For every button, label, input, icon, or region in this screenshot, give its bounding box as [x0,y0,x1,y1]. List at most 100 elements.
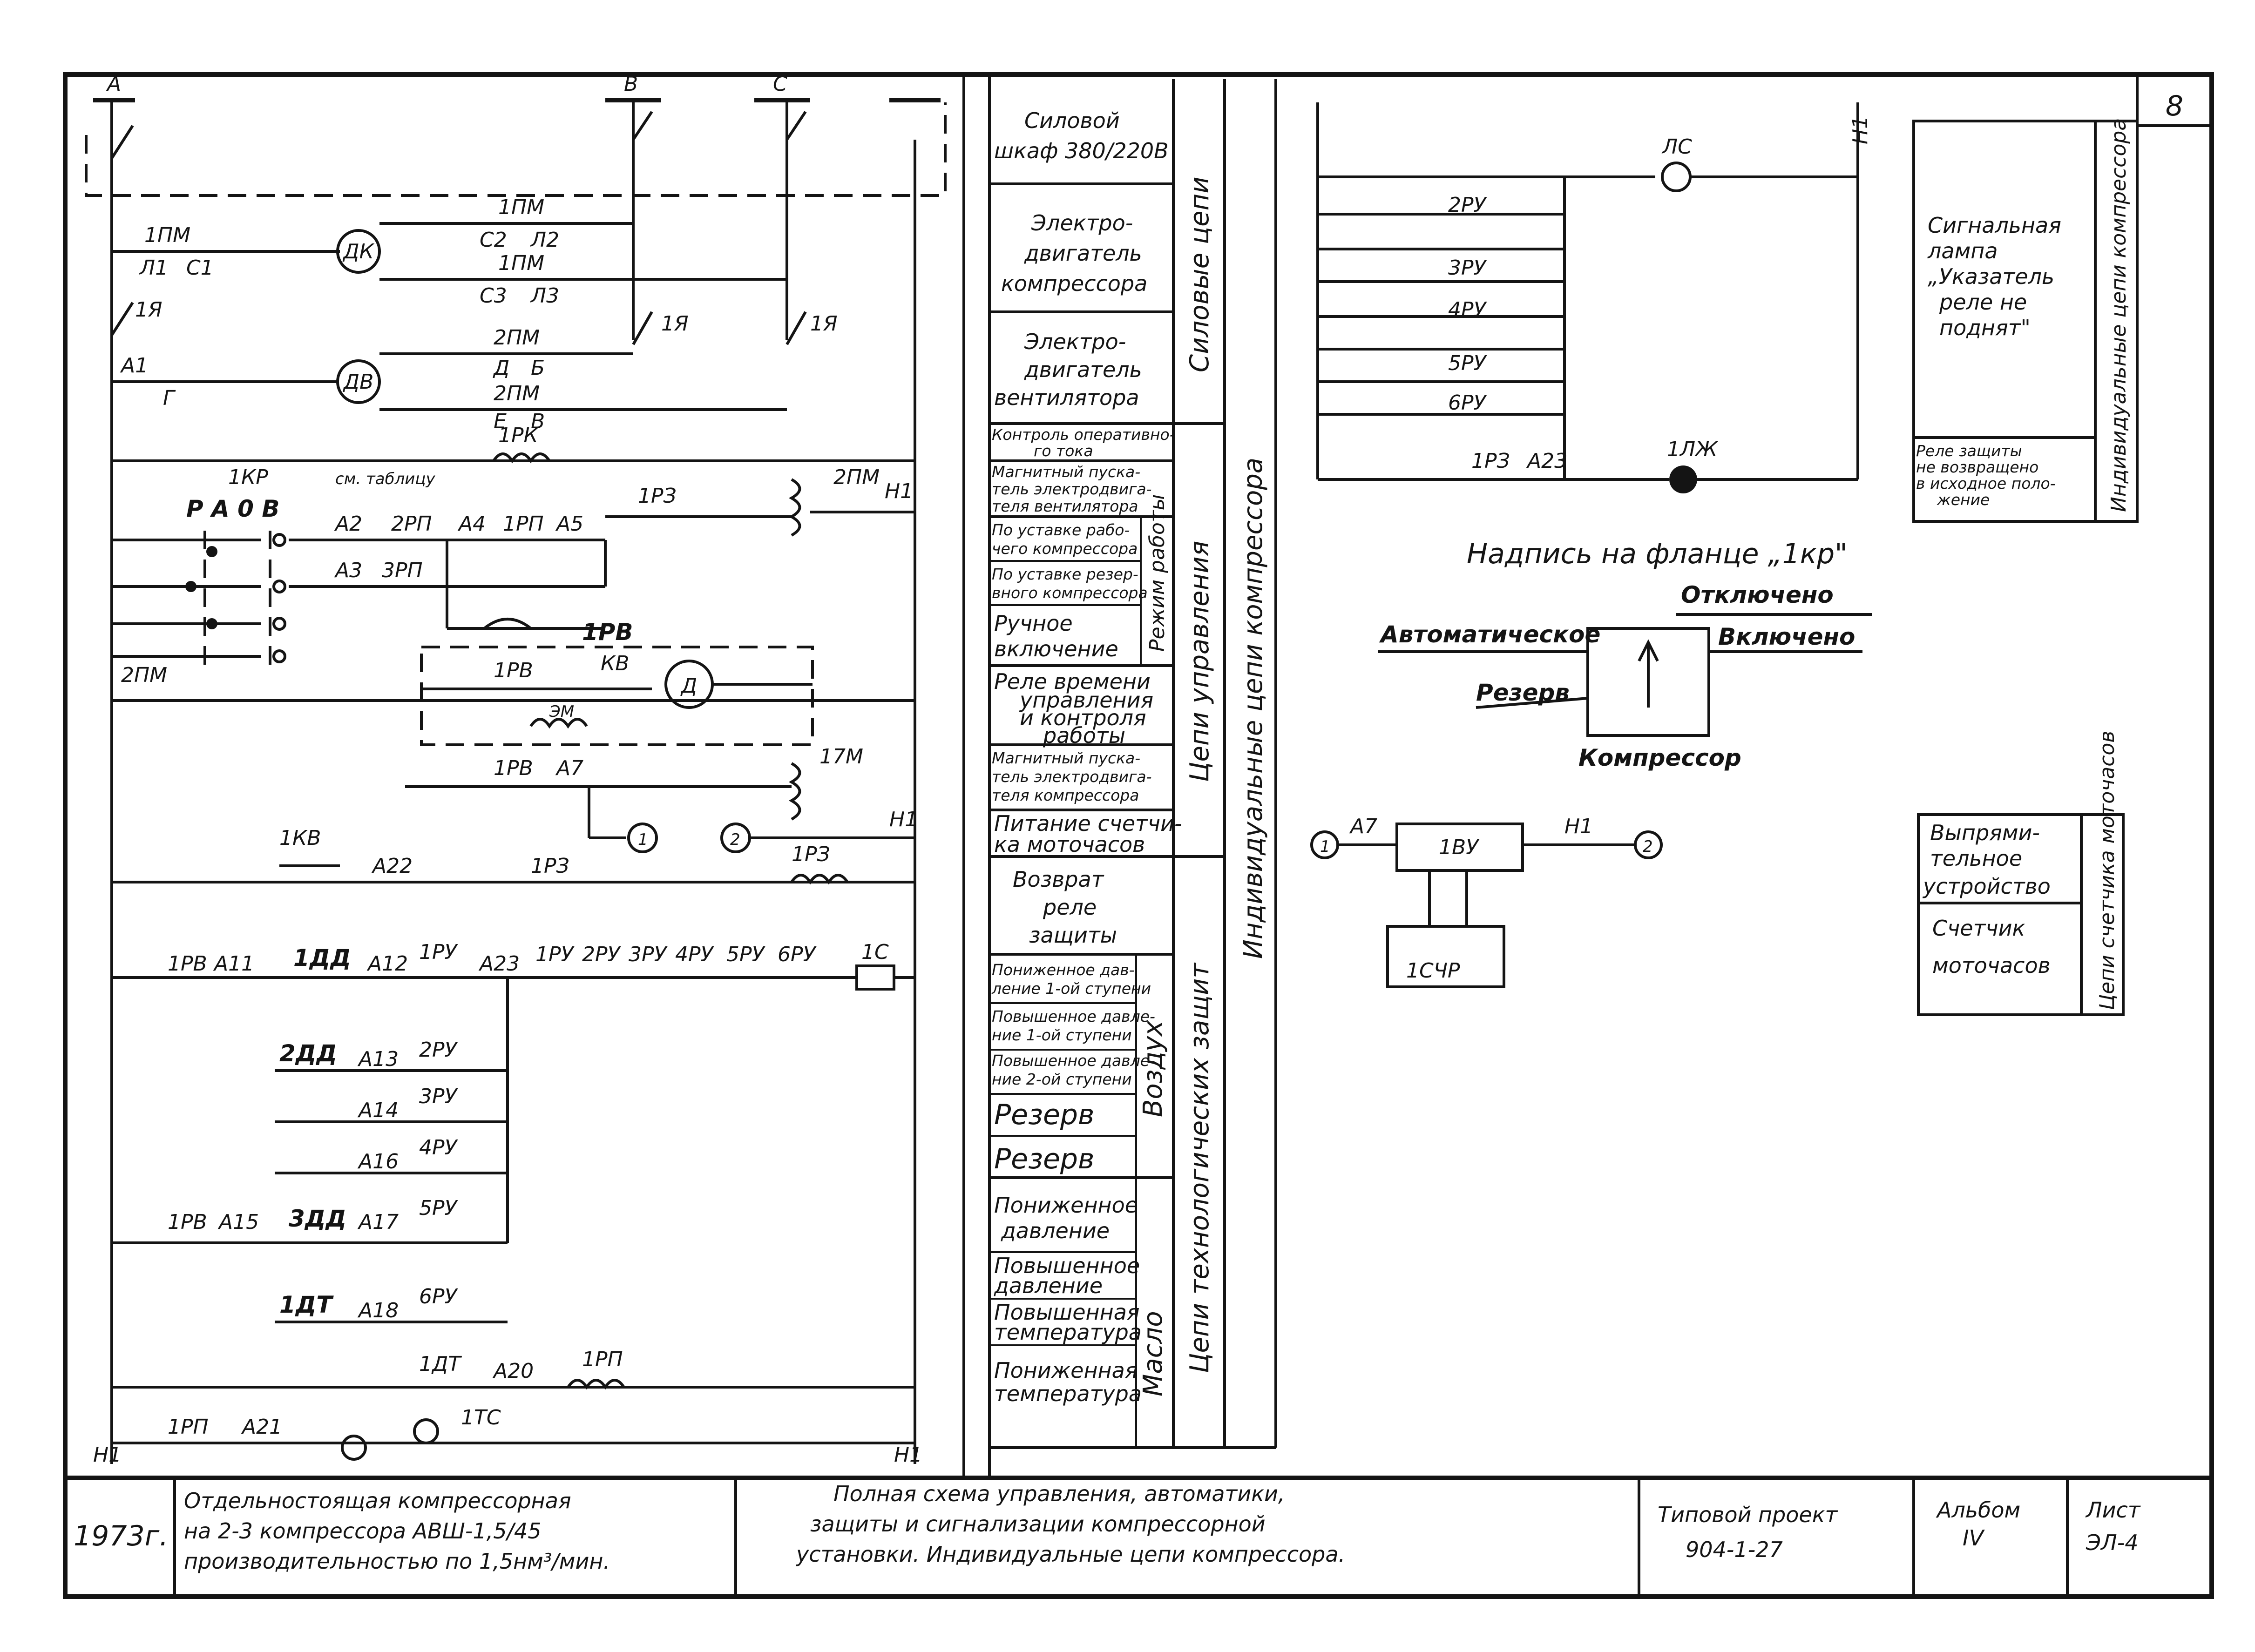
counter-group-label: Цепи счетчика моточасов [2095,731,2119,1010]
neutral-label-6: Н1 [1564,815,1593,838]
wire-l3: Л3 [530,284,559,308]
wire-a7-right: А7 [1349,815,1377,838]
wire-a17: А17 [357,1210,399,1234]
row-counter-power-1: Питание счетчи- [994,811,1182,836]
ya-label-2: 1Я [661,312,689,336]
lamp-line-5: поднят" [1939,315,2031,340]
switch-plate: Надпись на фланце „1кр" Отключено Автома… [1378,538,1872,771]
wire-a5: А5 [555,512,583,536]
signal-table: Сигнальная лампа „Указатель реле не подн… [1912,118,2139,523]
wire-a7: А7 [555,756,583,780]
kv1-label: 1КВ [279,826,321,850]
wire-c1: С1 [186,256,214,280]
object-line-2: на 2-3 компрессора АВШ-1,5/45 [184,1518,542,1544]
wire-a22: А22 [371,854,413,878]
row-timer-1: Реле времени [994,669,1151,694]
dd3-label: 3ДД [289,1205,346,1232]
album-value: IV [1963,1525,1985,1551]
lamp-1 [341,1435,367,1461]
pm1-coil [788,762,801,821]
plate-caption: Надпись на фланце „1кр" [1467,538,1848,570]
ru2-coil-label: 2РУ [419,1038,459,1062]
rp-label-3: 1РП [168,1415,209,1439]
rp-label-1: 1РП [503,512,544,536]
wire-a23-right: А23 [1526,449,1567,473]
ru3-right-label: 3РУ [1448,256,1488,280]
group-control-label: Цепи управления [1185,541,1215,782]
dt-label: 1ДТ [279,1291,334,1318]
ru6-coil-label: 6РУ [419,1285,459,1308]
wire-b: Б [531,356,545,380]
pm2-contact-label: 2ПМ [121,663,167,687]
motor-dv [336,359,381,404]
phase-b-label: В [624,72,638,96]
rb-label-5: 1РВ [168,1210,207,1234]
relay-line-2: не возвращено [1916,458,2038,476]
ts-label: 1ТС [461,1406,501,1429]
row-reserve-1: Резерв [994,1099,1094,1131]
em-label: ЭМ [549,702,574,721]
lamp-ls [1661,162,1692,192]
relay-line-3: в исходное поло- [1916,474,2056,492]
wire-a14: А14 [357,1099,399,1122]
plate-reserve: Резерв [1476,679,1570,706]
ru1-coil-label: 1РУ [419,940,459,964]
wire-g: Г [163,386,176,410]
row-oil-high-p-1: Повышенное [994,1253,1140,1278]
rb-label-4: 1РВ [168,952,207,976]
pm2-coil [788,478,801,537]
phase-c-label: С [773,72,787,96]
lzh-label: 1ЛЖ [1667,438,1718,461]
counter-line-1: Счетчик [1932,916,2025,941]
ru5-right-label: 5РУ [1448,351,1488,375]
ru4-contact-label: 4РУ [675,943,715,966]
row-reset-1: Возврат [1013,867,1104,892]
sch-label: 1СЧР [1406,959,1460,983]
wire-a15: А15 [217,1210,259,1234]
signal-group-label: Индивидуальные цепи компрессора [2107,118,2131,512]
row-oil-low-t-2: температура [994,1381,1142,1406]
row-reset-3: защиты [1029,923,1117,948]
project-line-2: 904-1-27 [1686,1537,1783,1562]
row-timer-2: управления [1019,688,1153,713]
row-timer-3: и контроля [1020,705,1146,730]
ru6-right-label: 6РУ [1448,391,1488,415]
wire-a3: А3 [334,559,362,582]
album-label: Альбом [1936,1497,2020,1523]
group-power-label: Силовые цепи [1185,176,1215,372]
row-fan-motor-2: двигатель [1024,357,1142,382]
row-high-p1-2: ние 1-ой ступени [992,1026,1132,1044]
wire-a23: А23 [478,952,520,976]
rb-label: 1РВ [582,619,633,646]
rect-line-3: устройство [1922,874,2051,899]
neutral-label-4: Н1 [894,1443,922,1467]
wire-a11: А11 [213,952,254,976]
row-comp-starter-2: тель электродвига- [992,768,1152,786]
row-counter-power-2: ка моточасов [994,832,1145,857]
rectifier-box [1395,823,1524,872]
title-block: 1973г. Отдельностоящая компрессорная на … [74,1478,2141,1597]
neutral-label-5: Н1 [1849,116,1872,144]
pm1-label-c: 1ПМ [144,223,190,247]
rz-label-1: 1РЗ [638,484,677,508]
rectifier-circuit: 1 А7 1ВУ Н1 2 1СЧР [1310,815,1663,988]
rect-line-1: Выпрями- [1930,820,2040,845]
row-compressor-motor-3: компрессора [1001,271,1147,296]
row-fan-starter-3: теля вентилятора [992,497,1138,515]
row-fan-motor-3: вентилятора [994,385,1139,410]
wire-a16: А16 [357,1150,399,1173]
group-tech-label: Цепи технологических защит [1185,963,1215,1373]
ru2-contact-label: 2РУ [582,943,622,966]
sheet-value: ЭЛ-4 [2086,1530,2139,1555]
kr-label: 1КР [228,465,268,489]
row-high-p2-2: ние 2-ой ступени [992,1070,1132,1088]
rz-label-4: 1РЗ [1471,449,1510,473]
terminal-2-right: 2 [1643,837,1653,856]
sheet-number: 8 [2166,90,2183,122]
row-op-current-1: Контроль оперативно- [992,425,1175,444]
row-low-p1-2: ление 1-ой ступени [991,979,1151,998]
row-compressor-motor-1: Электро- [1031,210,1133,236]
lamp-lzh [1669,465,1697,493]
wire-l2: Л2 [530,228,559,252]
